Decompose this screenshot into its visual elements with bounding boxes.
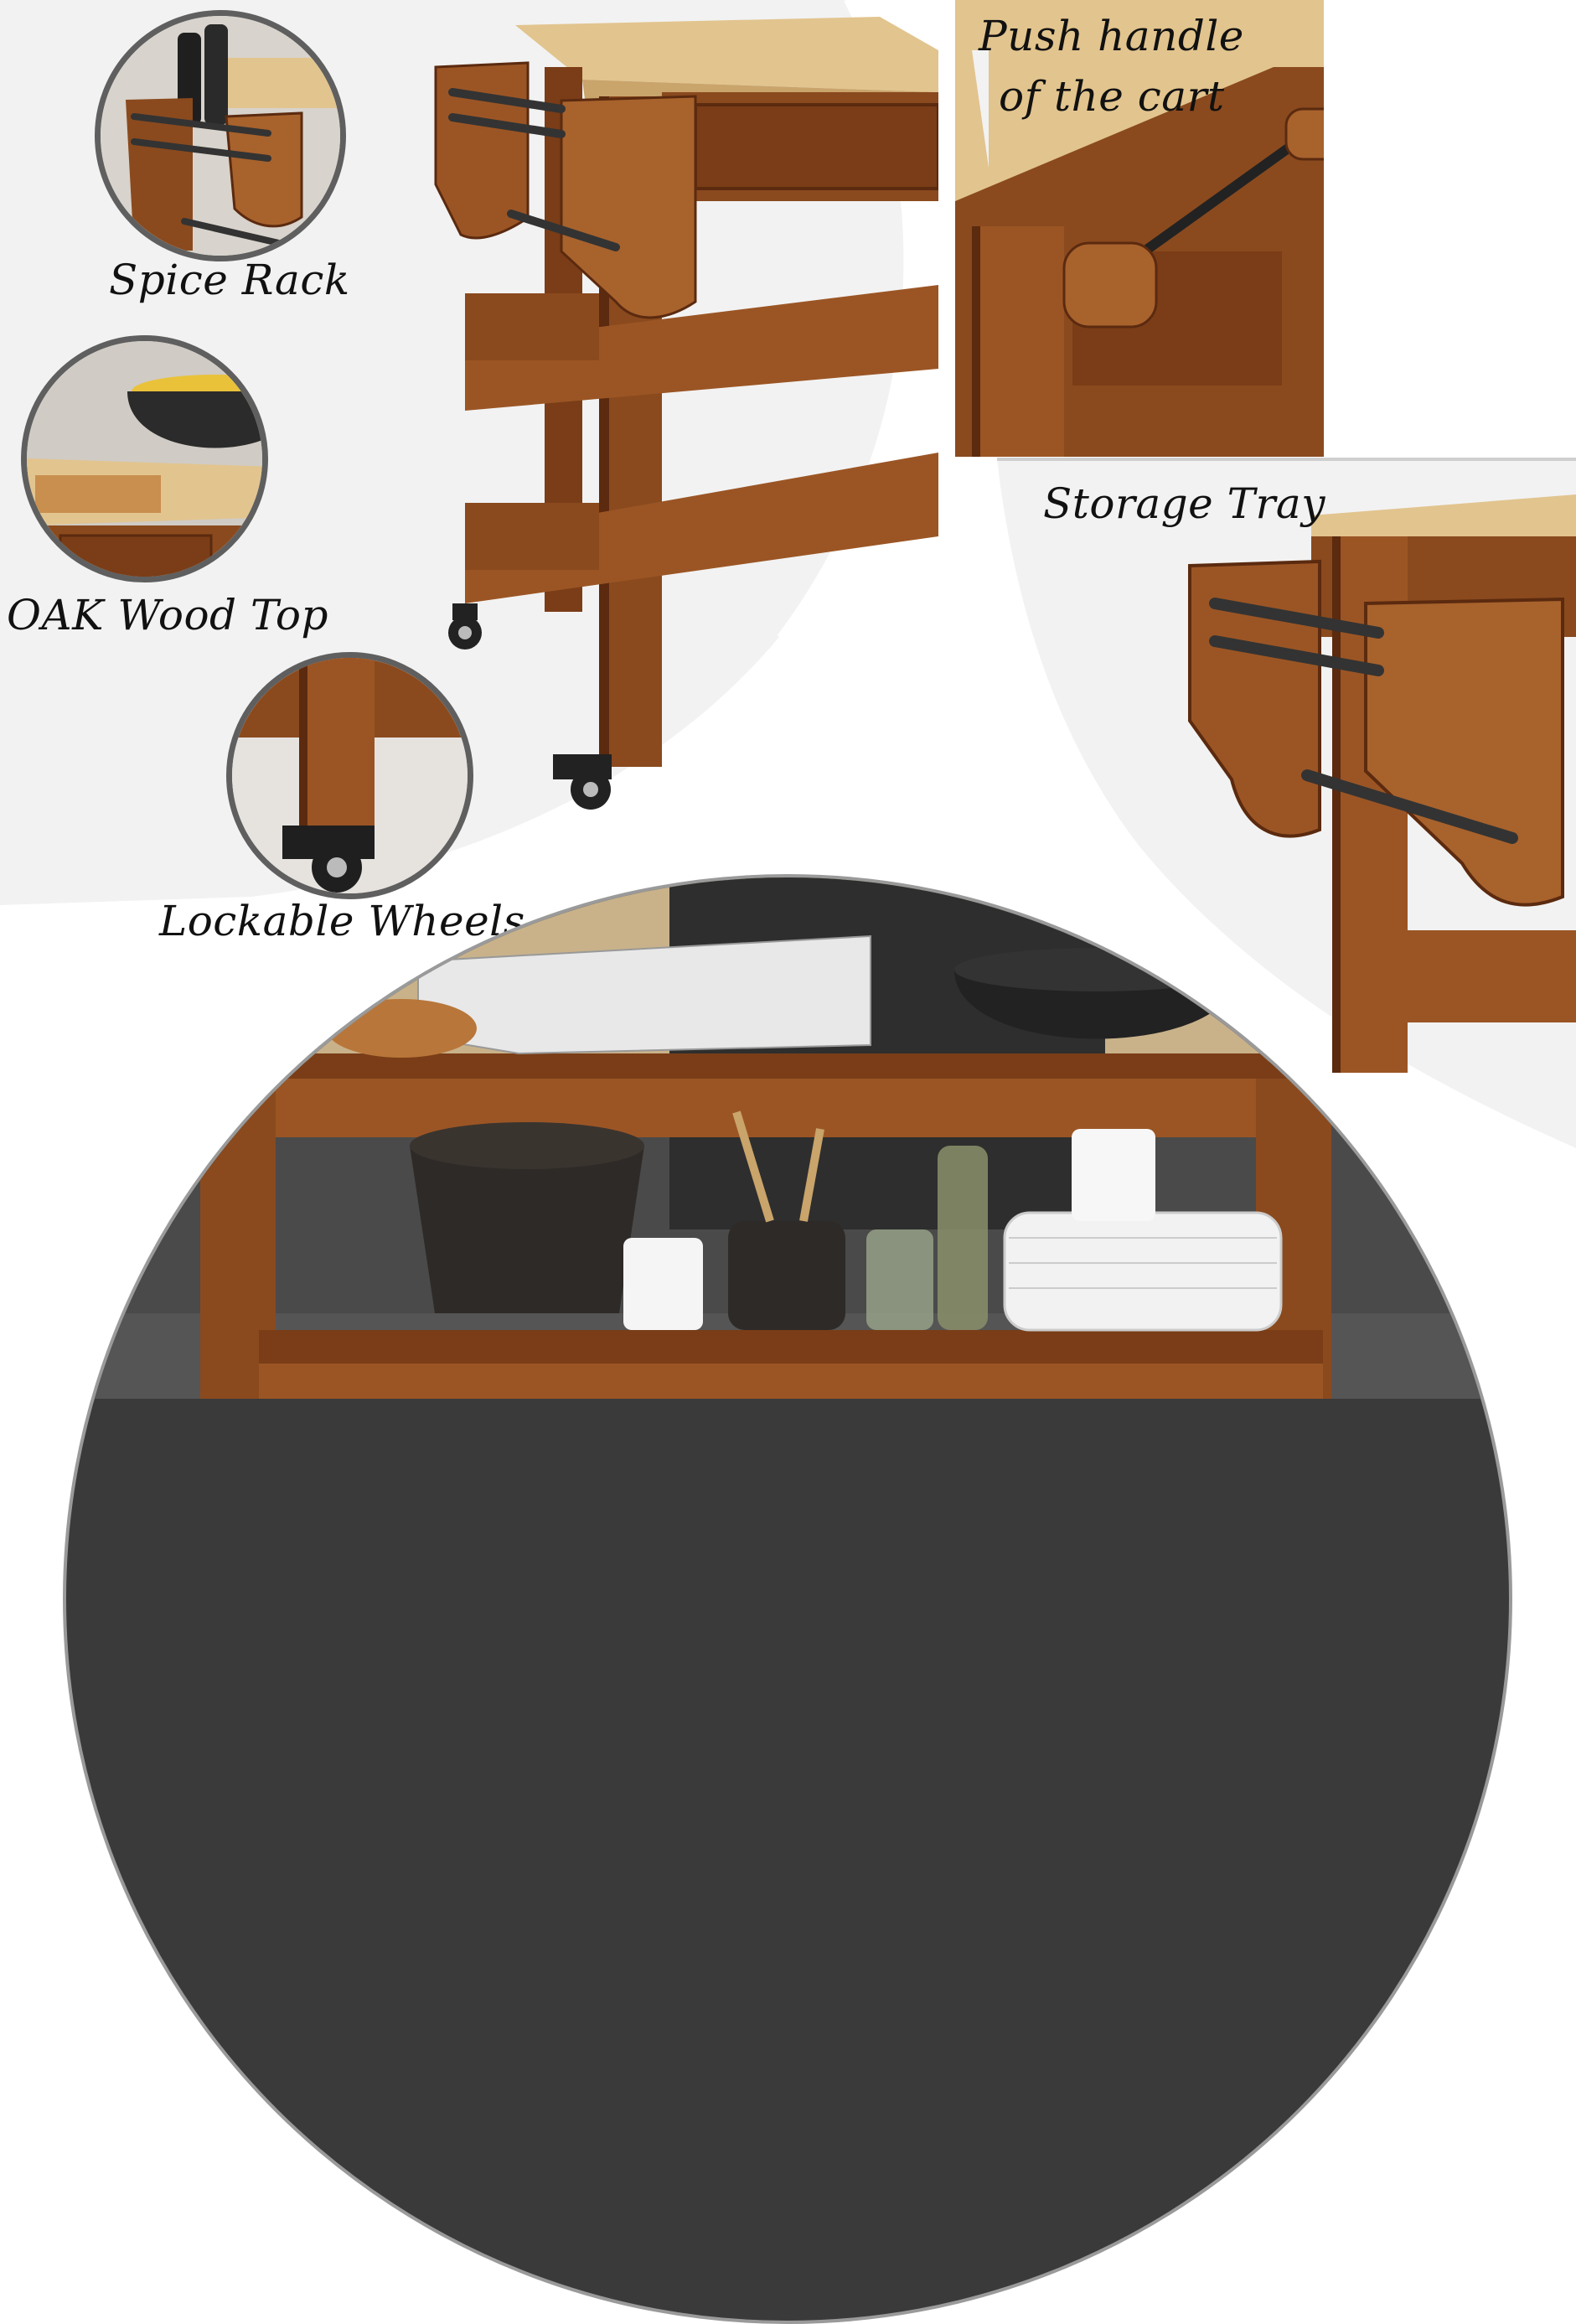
storage-tray-image — [1188, 494, 1576, 1073]
push-handle-label-line1: Push handle — [979, 12, 1244, 60]
push-handle-panel — [955, 0, 1324, 457]
caster-wheel-icon — [448, 603, 482, 650]
caster-wheel-icon — [553, 754, 612, 810]
bowl-icon — [410, 1122, 644, 1313]
shelf-scene — [63, 874, 1512, 2324]
cup-icon — [1072, 1129, 1155, 1221]
oak-top-zoom — [21, 335, 268, 582]
bowl-icon — [127, 375, 262, 448]
spice-rack-zoom — [95, 10, 346, 261]
cup-icon — [623, 1238, 703, 1330]
storage-tray-label: Storage Tray — [1043, 479, 1325, 528]
plate-stack-icon — [1003, 1211, 1283, 1332]
spice-rack-label: Spice Rack — [109, 256, 350, 304]
oak-top-label: OAK Wood Top — [7, 591, 329, 639]
caster-wheel-icon — [282, 826, 375, 893]
main-cart-image — [434, 17, 938, 810]
push-handle-label-line2: of the cart — [999, 72, 1225, 121]
lockable-wheels-zoom — [226, 652, 473, 899]
lockable-wheels-label: Lockable Wheels — [159, 897, 525, 945]
